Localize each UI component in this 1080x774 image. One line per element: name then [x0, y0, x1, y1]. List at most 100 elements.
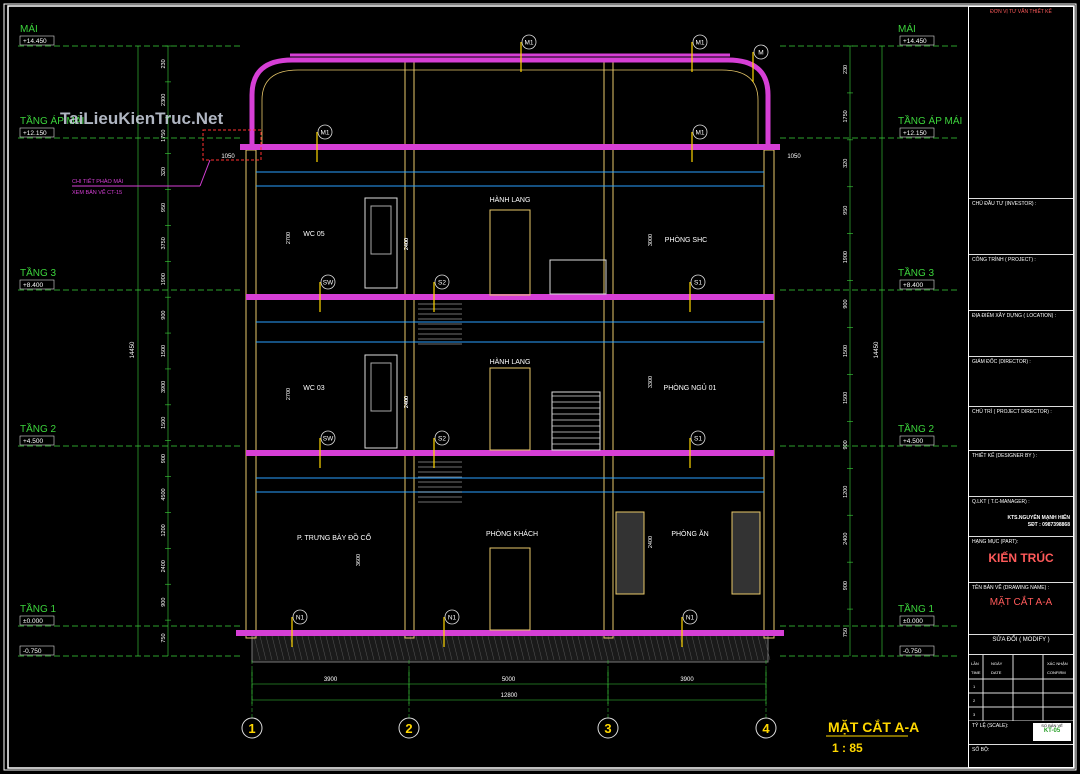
vdim-left-6: 1900: [161, 273, 167, 285]
tb-sheet-code: SỐ BỘ:: [969, 745, 1073, 767]
vdim-right-5: 900: [843, 299, 849, 308]
drawing-title: MẶT CẮT A-A: [828, 718, 919, 735]
tag-label-9: S2: [438, 436, 446, 443]
vdim-right-8: 900: [843, 440, 849, 449]
tag-label-5: SW: [323, 280, 334, 287]
tb-row-3: 3: [973, 712, 976, 717]
tag-label-3: M1: [320, 130, 329, 137]
tag-label-6: S2: [438, 280, 446, 287]
tag-circle-6: [434, 274, 450, 290]
level-name-right-2: TẦNG 3: [898, 266, 935, 279]
tb-company: ĐƠN VỊ TƯ VẤN THIẾT KẾ: [969, 7, 1073, 199]
tb-row-1: 1: [973, 684, 976, 689]
tag-circle-3: [317, 124, 333, 140]
vdim-total-right: 14450: [874, 341, 880, 358]
tb-project: CÔNG TRÌNH ( PROJECT) :: [969, 255, 1073, 311]
hdim-1: 5000: [502, 677, 516, 683]
tag-label-10: S1: [694, 436, 702, 443]
tag-circle-5: [320, 274, 336, 290]
level-elev-left-3: +4.500: [23, 438, 43, 445]
tb-row-2: 2: [973, 698, 976, 703]
tag-circle-2: [753, 44, 769, 60]
vertical-dimensions: 2302300175032095037501900900150039001500…: [130, 45, 883, 656]
tb-category-label: HẠNG MỤC (PART):: [972, 539, 1019, 545]
inner-dim-3: 2400: [404, 238, 410, 250]
tag-label-13: N1: [686, 615, 695, 622]
room-label-8: PHÒNG ĂN: [671, 529, 708, 538]
room-label-3: WC 03: [303, 385, 325, 392]
room-label-1: HÀNH LANG: [490, 195, 531, 204]
inner-dim-9: 2400: [648, 536, 654, 548]
inner-dim-6: 3300: [648, 376, 654, 388]
door-panel-3: [370, 205, 392, 255]
tb-scale: TỶ LỆ (SCALE): SỐ BẢN VẼ KT-05: [969, 721, 1073, 745]
inner-dim-2: 3000: [648, 234, 654, 246]
vdim-right-9: 1200: [843, 486, 849, 498]
axis-label-3: 3: [604, 721, 611, 736]
hdim-0: 3900: [324, 677, 338, 683]
balustrade: [549, 259, 607, 295]
door-floor-3: [364, 197, 398, 289]
tb-category: HẠNG MỤC (PART): KIẾN TRÚC: [969, 537, 1073, 583]
level-elev-right-4: ±0.000: [903, 618, 923, 625]
vdim-right-4: 1900: [843, 251, 849, 263]
tag-circle-13: [682, 609, 698, 625]
tag-label-11: N1: [296, 615, 305, 622]
tb-col-h3: XÁC NHẬN: [1047, 661, 1068, 666]
vdim-left-12: 4500: [161, 488, 167, 500]
axis-bubble-3: [597, 717, 619, 739]
axis-label-4: 4: [762, 721, 770, 736]
vdim-left-2: 1750: [161, 130, 167, 142]
opening-hall-3: [489, 209, 531, 296]
slab-floor-3: [246, 294, 774, 300]
tb-sheet-label: SỐ BẢN VẼ: [1041, 723, 1063, 728]
inner-dim-8: 3600: [356, 554, 362, 566]
tag-circle-11: [292, 609, 308, 625]
tb-modify-label: SỬA ĐỔI ( MODIFY ): [992, 637, 1050, 643]
ground-hatch-pattern: [253, 635, 771, 661]
level-elev-right-3: +4.500: [903, 438, 923, 445]
screen-right: [731, 511, 761, 595]
level-name-right-0: MÁI: [898, 22, 916, 35]
axis-bubble-1: [241, 717, 263, 739]
level-elev-left-0: +14.450: [23, 38, 47, 45]
vdim-left-14: 2400: [161, 560, 167, 572]
ground-hatch: [251, 633, 769, 663]
level-name-right-4: TẦNG 1: [898, 602, 935, 615]
tb-manager-label: Q.LKT ( T.C-MANAGER) :: [972, 499, 1030, 505]
door-panel-2: [370, 362, 392, 412]
tb-company-text: ĐƠN VỊ TƯ VẤN THIẾT KẾ: [990, 9, 1052, 15]
level-elev-right-0: +14.450: [903, 38, 927, 45]
watermark-text: TaiLieuKienTruc.Net: [60, 109, 223, 128]
tag-circle-10: [690, 430, 706, 446]
tag-label-2: M: [758, 50, 763, 57]
tag-circle-8: [320, 430, 336, 446]
vdim-left-10: 1500: [161, 417, 167, 429]
room-label-4: HÀNH LANG: [490, 357, 531, 366]
vdim-left-1: 2300: [161, 94, 167, 106]
vdim-left-15: 900: [161, 598, 167, 607]
tb-scale-label: TỶ LỆ (SCALE):: [972, 723, 1009, 729]
tag-label-0: M1: [524, 40, 533, 47]
vdim-left-8: 1500: [161, 345, 167, 357]
level-name-left-2: TẦNG 3: [20, 266, 57, 279]
tb-designer: THIẾT KẾ (DESIGNER BY ) :: [969, 451, 1073, 497]
tb-drawing-name-value: MẶT CẮT A-A: [989, 597, 1053, 608]
note-line-2: XEM BẢN VẼ CT-15: [72, 189, 122, 196]
note-line-1: CHI TIẾT PHÀO MÁI: [72, 178, 124, 185]
tag-label-8: SW: [323, 436, 334, 443]
inner-dim-5: 2400: [404, 396, 410, 408]
roof-dome-inner: [261, 69, 759, 148]
level-elev-left-2: +8.400: [23, 282, 43, 289]
level-name-left-4: TẦNG 1: [20, 602, 57, 615]
vdim-left-16: 750: [161, 633, 167, 642]
tb-col-h1: LẦN: [971, 661, 979, 666]
tb-manager-phone: SĐT : 0987398868: [1027, 522, 1070, 528]
level-name-right-3: TẦNG 2: [898, 422, 935, 435]
level-name-left-1: TẦNG ÁP MÁI: [20, 114, 84, 127]
axis-bubble-4: [755, 717, 777, 739]
vdim-left-13: 1200: [161, 524, 167, 536]
